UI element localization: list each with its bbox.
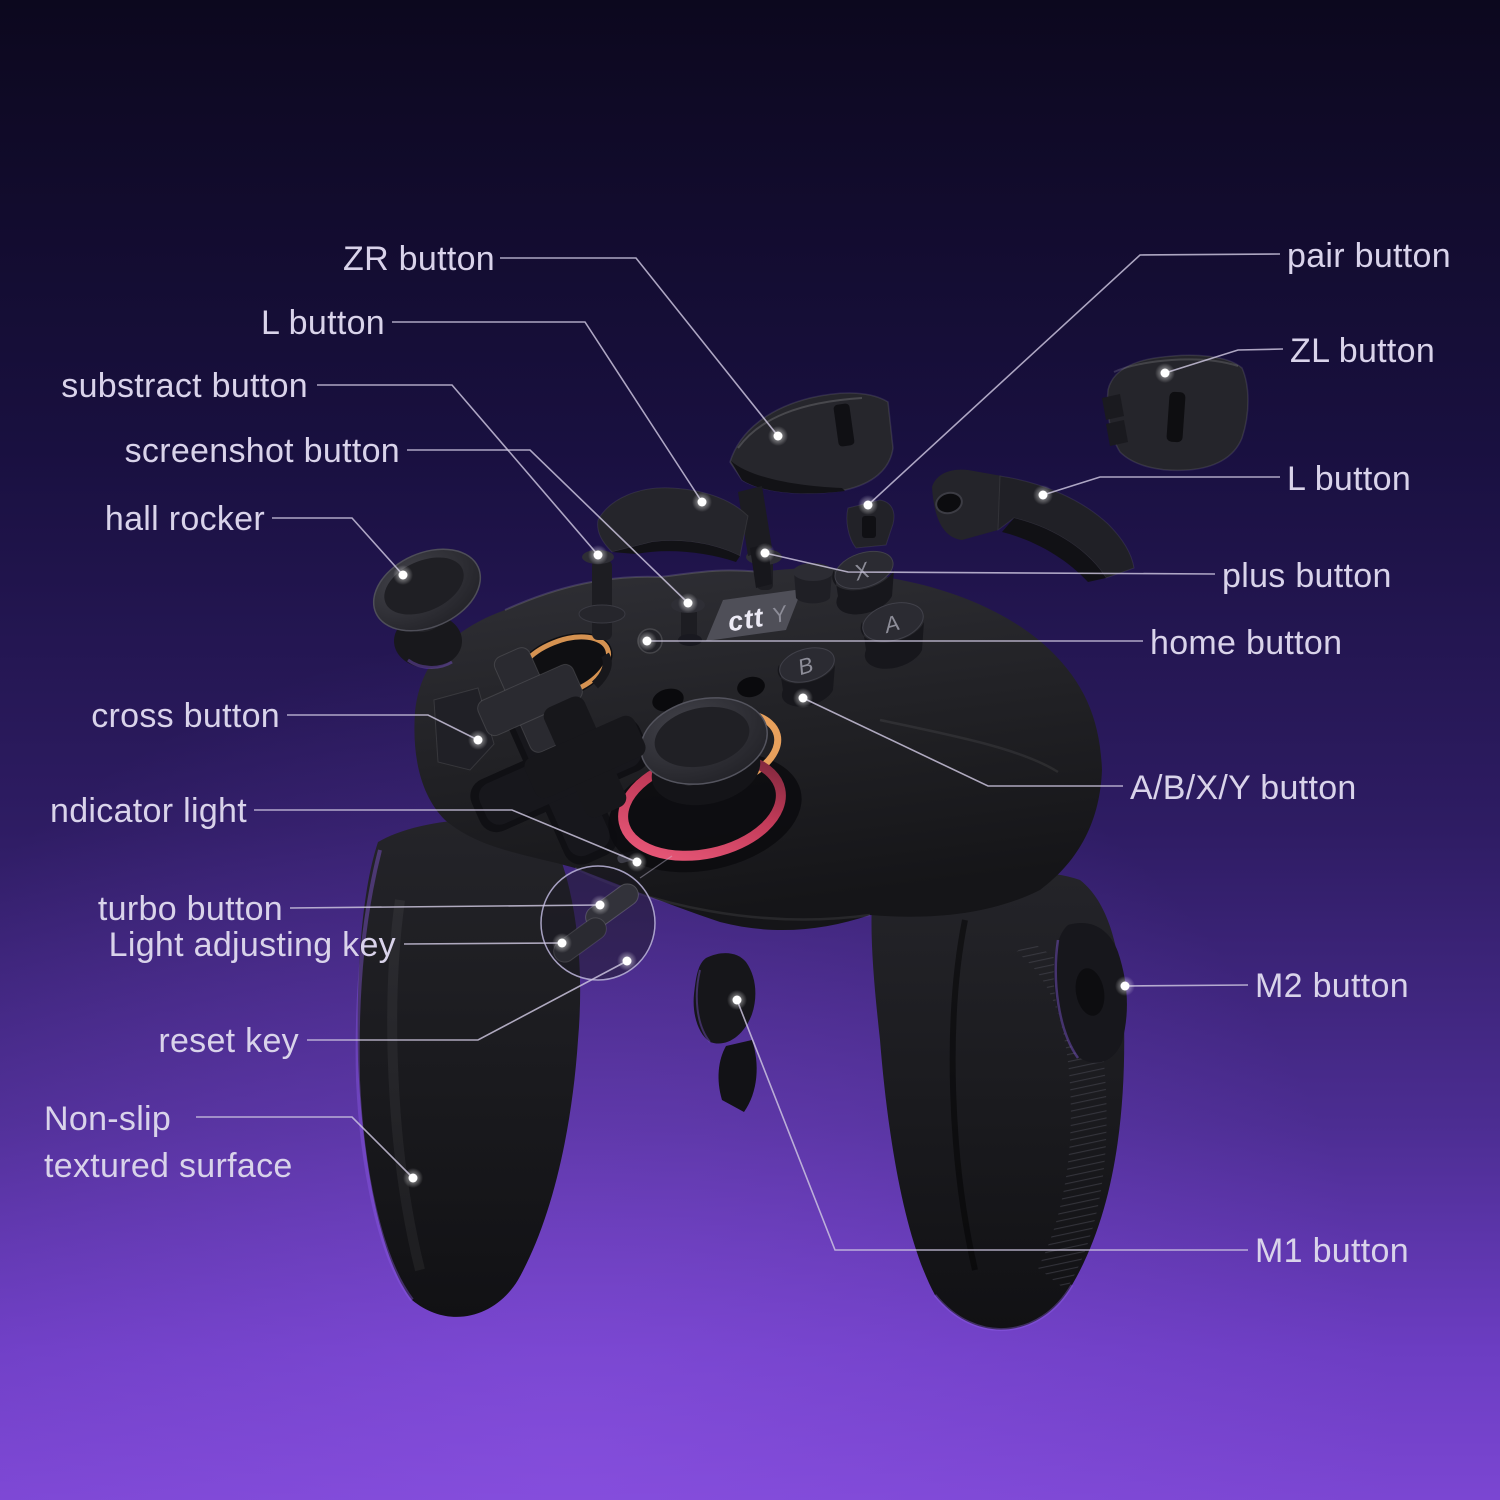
leader-m1-button bbox=[736, 999, 1248, 1251]
dot bbox=[1033, 485, 1053, 505]
m1-paddle bbox=[693, 953, 757, 1112]
label-zl-button: ZL button bbox=[1290, 332, 1435, 370]
leader-zr-button bbox=[500, 257, 779, 437]
label-hall-rocker: hall rocker bbox=[105, 500, 265, 538]
dot bbox=[1115, 976, 1135, 996]
leader-plus-button bbox=[764, 552, 1216, 575]
brand-area: ctt Y bbox=[706, 589, 802, 641]
leader-cross-button bbox=[287, 714, 479, 741]
leader-abxy-button bbox=[802, 697, 1123, 787]
label-reset-key: reset key bbox=[158, 1022, 299, 1060]
leader-m2-button bbox=[1124, 984, 1249, 987]
leader-reset-key bbox=[307, 960, 628, 1041]
cross-button-pieces bbox=[433, 647, 646, 818]
leader-pair-button bbox=[867, 253, 1281, 506]
label-home-button: home button bbox=[1150, 624, 1342, 662]
controller-illustration: ctt Y bbox=[355, 354, 1249, 1331]
leader-substract-button bbox=[317, 384, 599, 556]
dot bbox=[590, 895, 610, 915]
dot bbox=[858, 495, 878, 515]
zr-trigger-piece bbox=[729, 392, 894, 588]
face-button-x: X bbox=[832, 550, 894, 615]
label-zr-button: ZR button bbox=[343, 240, 495, 278]
dot bbox=[403, 1168, 423, 1188]
label-indicator-light: ndicator light bbox=[50, 792, 247, 830]
leader-nonslip-surface bbox=[196, 1116, 414, 1179]
label-screenshot-button: screenshot button bbox=[125, 432, 400, 470]
m2-paddle bbox=[1053, 923, 1127, 1063]
label-abxy-button: A/B/X/Y button bbox=[1130, 769, 1357, 807]
brand-logo: ctt bbox=[726, 602, 766, 637]
zl-trigger-piece bbox=[1102, 354, 1249, 472]
leader-l-button-right bbox=[1042, 476, 1280, 496]
label-plus-button: plus button bbox=[1222, 557, 1392, 595]
dot bbox=[1155, 363, 1175, 383]
leader-lines bbox=[196, 253, 1284, 1251]
label-l-button-right: L button bbox=[1287, 460, 1411, 498]
dot bbox=[393, 565, 413, 585]
dot bbox=[727, 990, 747, 1010]
dot bbox=[793, 688, 813, 708]
face-button-a: A bbox=[860, 602, 924, 669]
leader-zl-button bbox=[1164, 348, 1284, 374]
logo-plate bbox=[706, 589, 802, 641]
dot bbox=[552, 933, 572, 953]
label-light-adjusting-key: Light adjusting key bbox=[109, 926, 396, 964]
pair-button-piece bbox=[846, 499, 895, 549]
callout-labels: ZR button L button substract button scre… bbox=[44, 237, 1451, 1270]
label-turbo-button: turbo button bbox=[98, 890, 283, 928]
dot bbox=[692, 492, 712, 512]
leader-indicator-light bbox=[254, 809, 638, 863]
home-button-piece bbox=[793, 563, 833, 604]
dot bbox=[755, 543, 775, 563]
face-button-b: B bbox=[777, 647, 835, 707]
left-grip-rim-light bbox=[355, 849, 414, 1302]
hall-rocker-stick bbox=[372, 548, 482, 669]
leader-l-button-left bbox=[392, 321, 703, 503]
leader-turbo-button bbox=[289, 904, 601, 909]
label-l-button-left: L button bbox=[261, 304, 385, 342]
dot bbox=[588, 545, 608, 565]
leader-screenshot-button bbox=[407, 449, 689, 604]
dot bbox=[637, 631, 657, 651]
label-m2-button: M2 button bbox=[1255, 967, 1409, 1005]
dot bbox=[678, 593, 698, 613]
label-pair-button: pair button bbox=[1287, 237, 1451, 275]
dot bbox=[768, 426, 788, 446]
label-cross-button: cross button bbox=[91, 697, 280, 735]
l-bumper-piece bbox=[932, 469, 1135, 582]
b-button-letter: B bbox=[795, 652, 816, 680]
label-nonslip-line2: textured surface bbox=[44, 1147, 293, 1185]
label-nonslip-line1: Non-slip bbox=[44, 1100, 171, 1138]
leader-light-adjusting-key bbox=[403, 942, 563, 945]
dot bbox=[627, 852, 647, 872]
label-m1-button: M1 button bbox=[1255, 1232, 1409, 1270]
leader-dots bbox=[393, 363, 1175, 1188]
dot bbox=[468, 730, 488, 750]
label-substract-button: substract button bbox=[61, 367, 308, 405]
leader-hall-rocker bbox=[272, 517, 404, 576]
dot bbox=[617, 951, 637, 971]
